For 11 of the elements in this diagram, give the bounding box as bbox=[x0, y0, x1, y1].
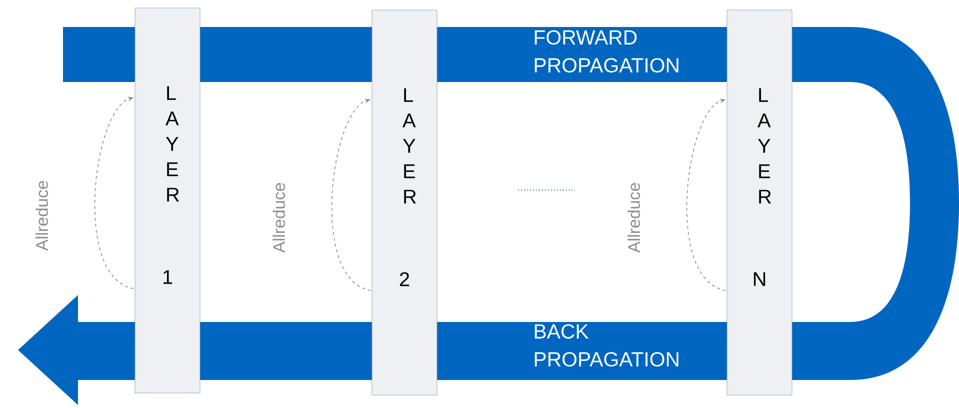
band-label: BACK PROPAGATION bbox=[534, 324, 678, 367]
allreduce-arrow bbox=[94, 96, 134, 289]
layer-box: L A Y E R 1 bbox=[134, 8, 200, 394]
allreduce-arrow bbox=[332, 98, 372, 291]
edge-label: Allreduce bbox=[36, 180, 48, 251]
edge-label: Allreduce bbox=[628, 182, 640, 253]
layer-box: L A Y E R 2 bbox=[372, 10, 438, 396]
allreduce-arrow bbox=[686, 98, 726, 291]
layer-box: L A Y E R N bbox=[726, 10, 792, 396]
band-label: FORWARD PROPAGATION bbox=[534, 30, 678, 73]
edge-label: Allreduce bbox=[272, 182, 286, 253]
